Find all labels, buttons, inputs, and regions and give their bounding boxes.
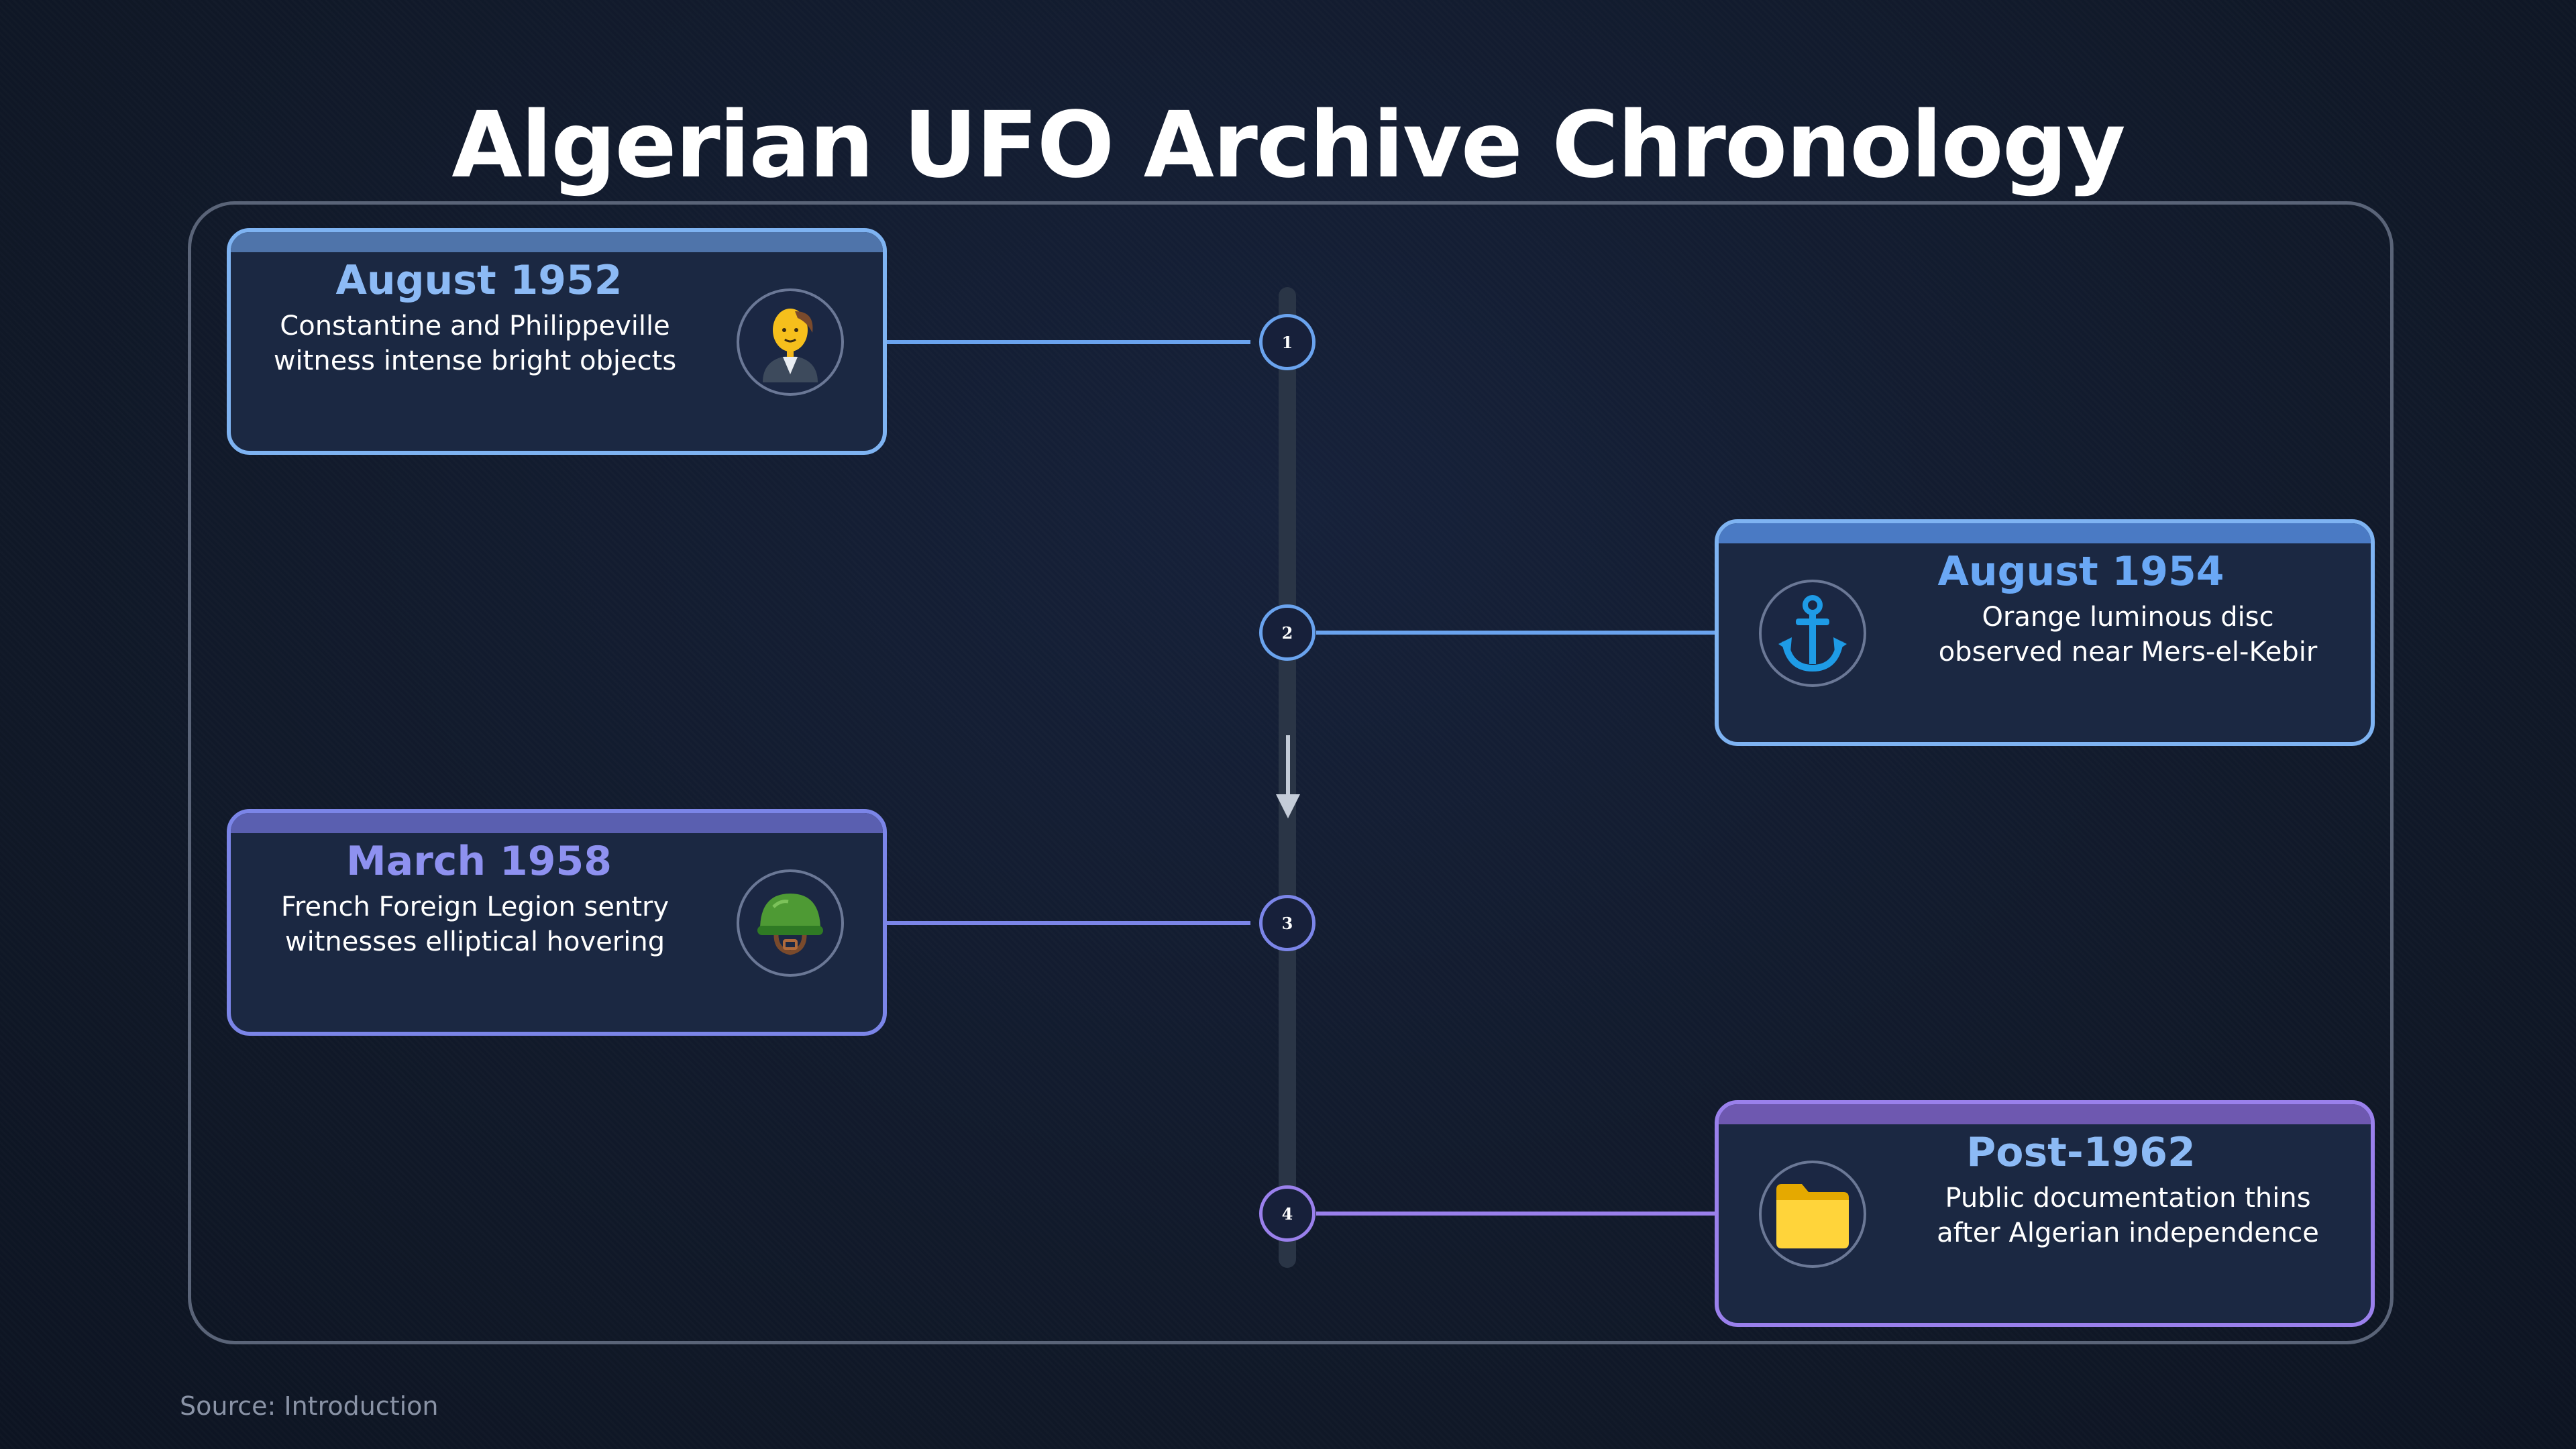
timeline-node-2: 2 [1259,604,1316,661]
timeline-frame [188,201,2394,1344]
event-date: August 1954 [1937,548,2224,595]
event-date: Post-1962 [1966,1129,2196,1176]
node-number: 3 [1281,913,1293,933]
card-header-bar [1719,523,2371,543]
anchor-icon [1759,580,1866,687]
event-card-august-1954: August 1954 Orange luminous disc observe… [1715,519,2375,746]
connector-3 [884,921,1250,925]
connector-2 [1316,631,1717,635]
event-date: August 1952 [335,257,623,304]
card-header-bar [231,813,883,833]
timeline-node-1: 1 [1259,314,1316,370]
event-description: Orange luminous disc observed near Mers-… [1938,602,2318,667]
down-arrow-icon [1276,735,1300,818]
person-icon [737,288,844,396]
event-card-august-1952: August 1952 Constantine and Philippevill… [227,228,887,455]
event-date: March 1958 [346,838,612,885]
node-number: 2 [1281,623,1293,643]
card-header-bar [1719,1104,2371,1124]
event-card-post-1962: Post-1962 Public documentation thins aft… [1715,1100,2375,1327]
source-note: Source: Introduction [180,1391,439,1421]
event-description: Public documentation thins after Algeria… [1937,1183,2319,1248]
page-title: Algerian UFO Archive Chronology [451,93,2125,199]
card-header-bar [231,232,883,252]
connector-1 [884,340,1250,344]
event-description: Constantine and Philippeville witness in… [273,311,677,376]
military-helmet-icon [737,869,844,977]
folder-icon [1759,1161,1866,1268]
connector-4 [1316,1212,1717,1216]
node-number: 4 [1281,1203,1293,1224]
timeline-node-4: 4 [1259,1185,1316,1242]
event-description: French Foreign Legion sentry witnesses e… [280,892,669,957]
node-number: 1 [1281,332,1293,352]
timeline-node-3: 3 [1259,895,1316,951]
event-card-march-1958: March 1958 French Foreign Legion sentry … [227,809,887,1036]
